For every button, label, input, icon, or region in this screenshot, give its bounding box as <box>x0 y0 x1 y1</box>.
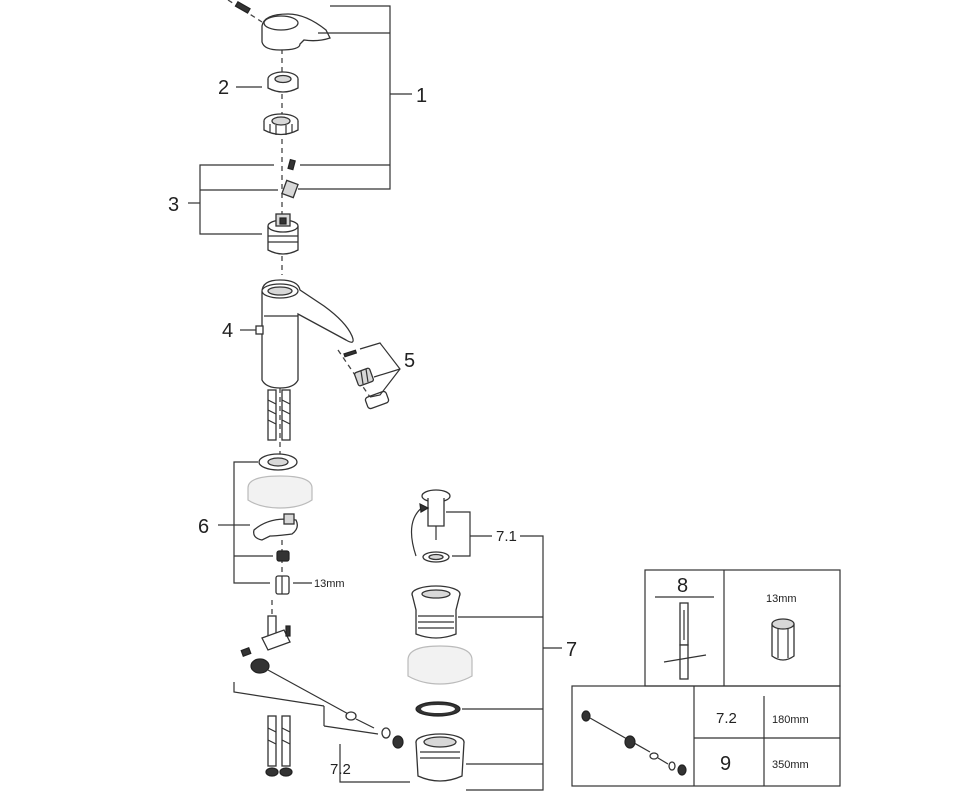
callout-5: 5 <box>404 350 415 372</box>
callout-7-1: 7.1 <box>496 528 517 545</box>
callout-7: 7 <box>566 639 577 661</box>
aerator-insert <box>354 367 374 387</box>
callout-6: 6 <box>198 516 209 538</box>
lever-handle <box>261 13 331 51</box>
threaded-ring <box>263 113 299 136</box>
rod-row2-length: 350mm <box>772 759 809 771</box>
cover-ring <box>267 71 299 93</box>
key-tool-icon <box>663 602 707 680</box>
rod-table-frame <box>571 685 841 787</box>
tool-wrench-size: 13mm <box>766 593 797 605</box>
rotation-arrow <box>410 505 425 557</box>
spring-clip <box>240 647 252 657</box>
plug-seal <box>422 551 450 563</box>
fixing-nut <box>276 550 290 562</box>
mounting-horseshoe <box>253 513 298 541</box>
part-5-aerator: 5 <box>337 342 415 410</box>
tool-box: 8 13mm <box>644 569 841 687</box>
supply-hoses-bottom <box>265 715 293 777</box>
cartridge-screw <box>287 158 296 171</box>
pivot-nut <box>381 727 391 739</box>
pivot-gasket <box>392 735 404 749</box>
base-gasket <box>258 453 298 471</box>
tool-box-frame <box>644 569 841 687</box>
pivot-rod <box>267 669 353 717</box>
popup-plug <box>421 489 451 540</box>
waste-gasket <box>415 701 461 717</box>
part-6-mounting-set: 6 13mm <box>198 453 345 595</box>
cartridge-nut <box>281 179 299 199</box>
clevis-strap <box>261 625 291 651</box>
callout-2: 2 <box>218 77 229 99</box>
part-3-cartridge: 3 <box>168 158 299 255</box>
callout-1: 1 <box>416 85 427 107</box>
callout-7-2: 7.2 <box>330 761 351 778</box>
pivot-ball <box>250 658 270 674</box>
waste-body <box>411 585 461 639</box>
part-4-faucet-body: 4 <box>222 279 354 389</box>
ghost-basin-bottom <box>407 645 473 685</box>
rod-row2-part: 9 <box>720 753 731 775</box>
waste-tailpiece <box>415 733 465 782</box>
fixing-sleeve <box>275 575 290 595</box>
tool-part-number: 8 <box>677 575 688 597</box>
rod-row1-length: 180mm <box>772 714 809 726</box>
callout-3: 3 <box>168 194 179 216</box>
aerator-washer <box>343 349 358 358</box>
aerator-housing <box>364 390 390 410</box>
popup-linkage: 7.2 <box>233 600 410 783</box>
callout-4: 4 <box>222 320 233 342</box>
socket-sleeve-icon <box>771 618 795 661</box>
handle-screw <box>234 0 251 14</box>
rod-row1-part: 7.2 <box>716 710 737 727</box>
ghost-basin-top <box>247 475 313 509</box>
part-1-handle-assembly: 1 <box>227 0 427 190</box>
wrench-size-label: 13mm <box>314 578 345 590</box>
cartridge-body <box>267 213 299 255</box>
part-7-waste-assembly: 7.1 7 <box>407 489 577 791</box>
rod-icon <box>581 710 687 776</box>
part-2-callout: 2 <box>218 77 262 99</box>
rod-table: 7.2 180mm 9 350mm <box>571 685 841 787</box>
supply-hoses-top <box>267 389 291 441</box>
